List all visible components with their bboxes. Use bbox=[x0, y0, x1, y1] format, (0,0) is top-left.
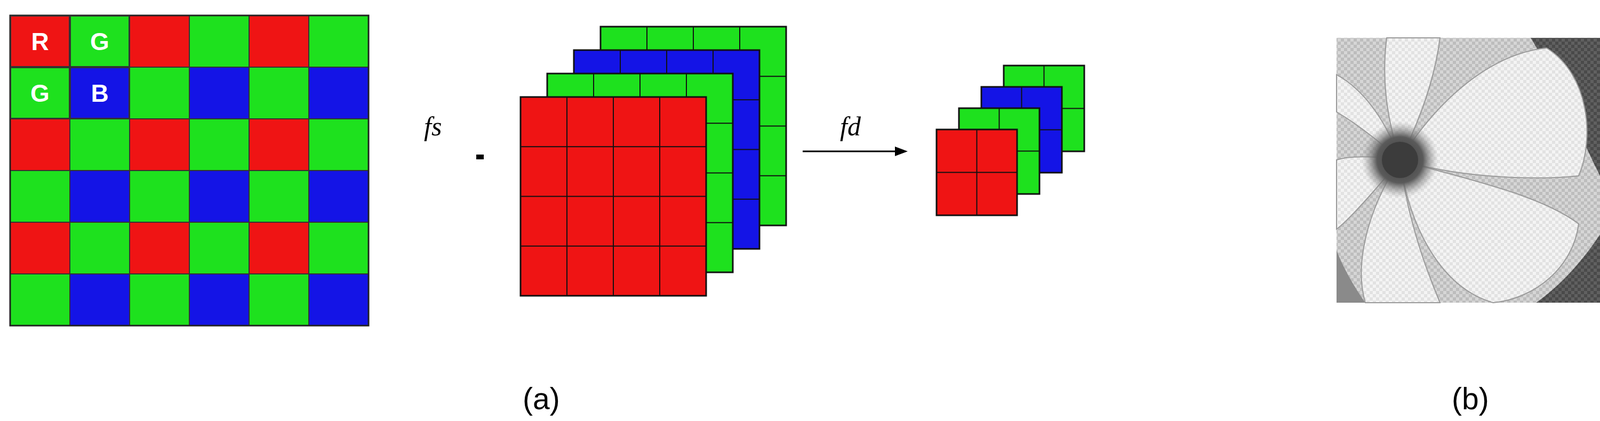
panel-label: (a) bbox=[522, 384, 560, 415]
cell bbox=[249, 15, 309, 68]
cell bbox=[308, 118, 369, 171]
cell bbox=[249, 67, 309, 119]
cell bbox=[69, 118, 130, 171]
cell bbox=[129, 170, 190, 223]
cell bbox=[10, 170, 70, 223]
cell bbox=[249, 222, 309, 275]
cell bbox=[308, 67, 369, 119]
operator-label: fd bbox=[840, 113, 861, 140]
channel-stack-small bbox=[936, 65, 1085, 216]
cell bbox=[10, 274, 70, 326]
cell bbox=[249, 274, 309, 326]
cell bbox=[129, 118, 190, 171]
cell bbox=[936, 129, 1018, 216]
cell bbox=[308, 222, 369, 275]
cell bbox=[10, 15, 70, 68]
bayer-cell: R bbox=[10, 15, 70, 68]
bayer-cell: B bbox=[69, 67, 130, 119]
bayer-mosaic bbox=[10, 15, 369, 326]
cell bbox=[69, 274, 130, 326]
channel-letter: R bbox=[30, 29, 49, 54]
cell bbox=[520, 97, 707, 296]
cell bbox=[129, 222, 190, 275]
channel-letter: G bbox=[90, 29, 110, 54]
cell bbox=[189, 67, 250, 119]
channel-letter: B bbox=[90, 81, 109, 106]
cell bbox=[129, 15, 190, 68]
dot-mark bbox=[476, 154, 484, 160]
cell bbox=[69, 15, 130, 68]
cell bbox=[129, 67, 190, 119]
bayer-cell: G bbox=[10, 67, 70, 119]
cell bbox=[10, 15, 369, 326]
cell bbox=[189, 274, 250, 326]
cell bbox=[189, 222, 250, 275]
flower-image bbox=[1336, 37, 1600, 303]
cell bbox=[69, 67, 130, 119]
operator-label: fs bbox=[424, 113, 442, 140]
cell bbox=[10, 67, 70, 119]
cell bbox=[249, 170, 309, 223]
cell bbox=[69, 222, 130, 275]
cell bbox=[129, 274, 190, 326]
cell bbox=[308, 170, 369, 223]
cell bbox=[69, 170, 130, 223]
fd-arrow bbox=[802, 146, 908, 157]
cell bbox=[10, 222, 70, 275]
channel-stack bbox=[520, 26, 787, 296]
cell bbox=[249, 118, 309, 171]
bayer-cell: G bbox=[69, 15, 130, 68]
cell bbox=[308, 15, 369, 68]
cell bbox=[189, 170, 250, 223]
panel-label: (b) bbox=[1451, 384, 1490, 415]
cell bbox=[10, 118, 70, 171]
cell bbox=[189, 15, 250, 68]
channel-letter: G bbox=[30, 81, 50, 106]
cell bbox=[189, 118, 250, 171]
cell bbox=[308, 274, 369, 326]
